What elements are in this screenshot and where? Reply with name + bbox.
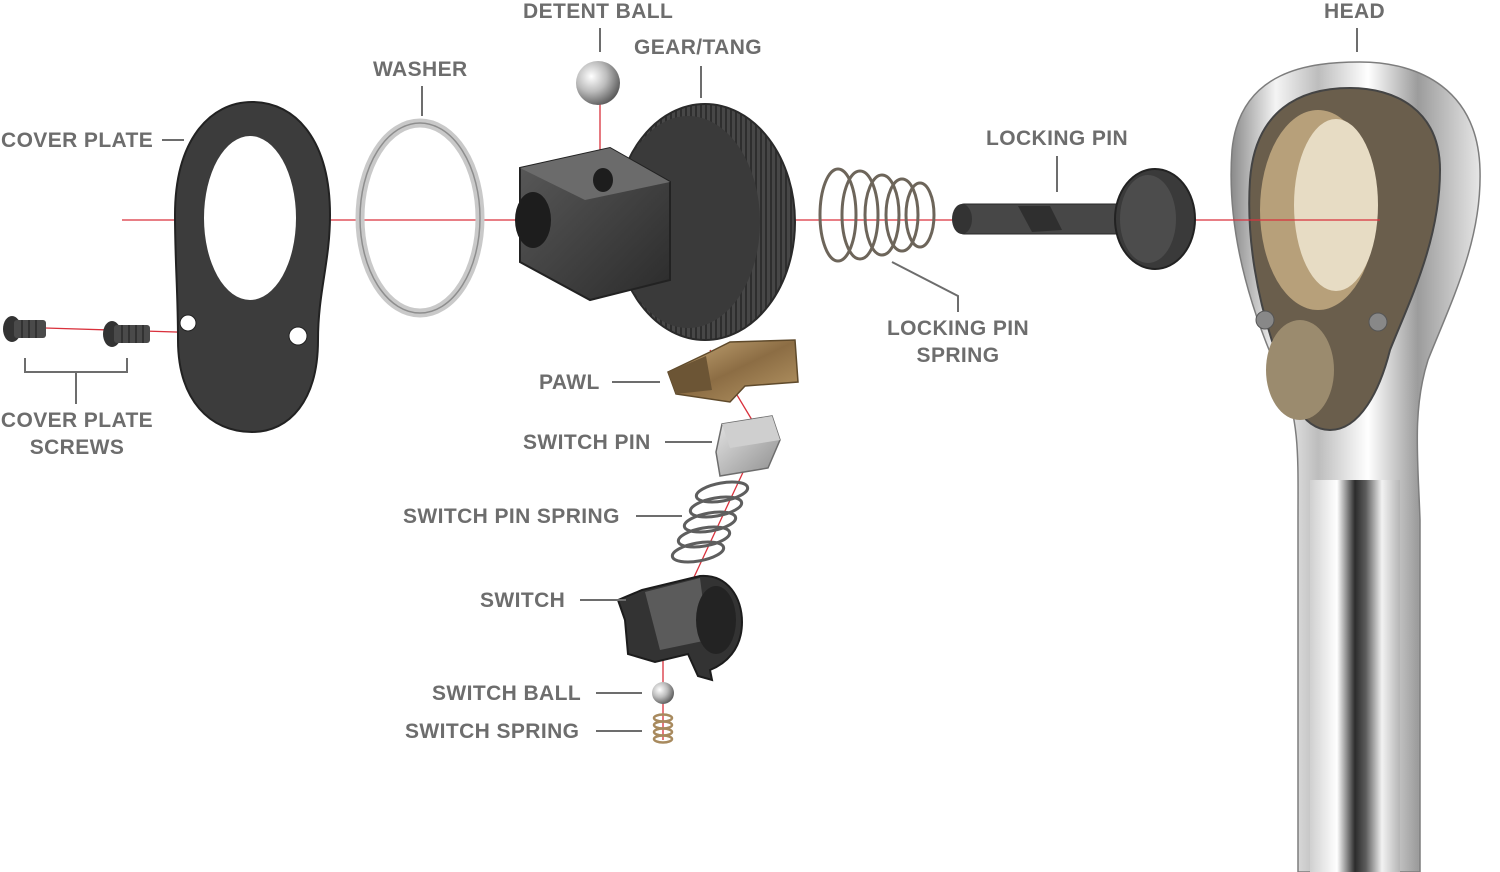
leader-lines	[24, 28, 1358, 732]
label-switch-pin-spring: SWITCH PIN SPRING	[403, 505, 620, 528]
cover-plate-screws	[3, 316, 150, 347]
label-cover-plate-screws: COVER PLATE SCREWS	[0, 407, 158, 461]
label-locking-pin: LOCKING PIN	[986, 127, 1129, 150]
cover-plate	[173, 100, 332, 434]
label-locking-pin-spring-line-1: LOCKING PIN	[886, 317, 1030, 340]
label-switch-pin: SWITCH PIN	[523, 431, 651, 454]
label-cover-plate: COVER PLATE	[1, 129, 154, 152]
switch-spring	[652, 713, 674, 744]
label-pawl: PAWL	[539, 371, 600, 394]
switch-ball	[652, 682, 674, 704]
label-gear-tang: GEAR/TANG	[634, 36, 763, 59]
label-switch-ball: SWITCH BALL	[432, 682, 582, 705]
detent-ball	[576, 61, 620, 105]
locking-pin	[952, 168, 1196, 270]
label-cover-plate-screws-line-1: COVER PLATE	[0, 409, 154, 432]
pawl	[667, 339, 799, 403]
gear-tang	[515, 103, 796, 341]
ratchet-head	[1230, 61, 1481, 872]
label-head: HEAD	[1324, 0, 1386, 23]
label-washer: WASHER	[373, 58, 468, 81]
washer	[355, 118, 485, 318]
label-switch-spring: SWITCH SPRING	[405, 720, 580, 743]
label-cover-plate-screws-line-2: SCREWS	[29, 436, 125, 459]
label-detent-ball: DETENT BALL	[523, 0, 674, 23]
label-switch: SWITCH	[480, 589, 566, 612]
locking-pin-spring	[818, 167, 936, 263]
switch-pin	[715, 415, 781, 477]
switch-part	[616, 574, 744, 682]
label-locking-pin-spring-line-2: SPRING	[916, 344, 1000, 367]
label-locking-pin-spring: LOCKING PIN SPRING	[878, 315, 1038, 369]
switch-pin-spring	[670, 480, 750, 564]
